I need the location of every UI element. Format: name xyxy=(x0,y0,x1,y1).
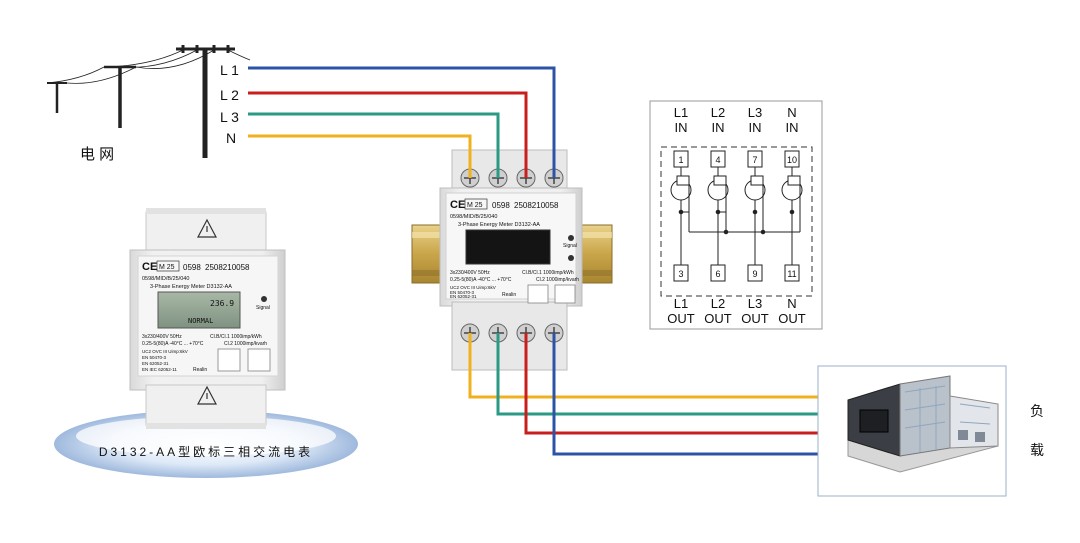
model-text: 3-Phase Energy Meter D3132-AA xyxy=(150,284,232,290)
center-class-1: Cl.B/Cl.1 1000imp/kWh xyxy=(522,270,574,276)
line-label-l1: L 1 xyxy=(220,62,239,78)
schematic-in-tag-2: IN xyxy=(749,120,762,135)
class-line-2: Cl.2 1000imp/kvarh xyxy=(224,341,267,347)
schematic-in-tag-1: IN xyxy=(712,120,725,135)
brand-text: Realin xyxy=(193,367,207,373)
schematic-out-tag-0: OUT xyxy=(667,311,695,326)
wire-n-out xyxy=(468,333,820,399)
serial-number: 2508210058 xyxy=(205,263,250,272)
schematic-out-phase-1: L2 xyxy=(711,296,725,311)
center-std-0: UC2 OVC III Uimp:6kV xyxy=(450,285,496,290)
center-std-2: EN 62052-31 xyxy=(450,294,477,299)
schematic-out-phase-2: L3 xyxy=(748,296,762,311)
schematic-out-tag-3: OUT xyxy=(778,311,806,326)
signal-label: Signal xyxy=(256,305,270,311)
schematic-in-number-2: 7 xyxy=(752,155,757,165)
std-line-0: UC2 OVC III Uimp:6kV xyxy=(142,349,188,354)
schematic-out-number-1: 6 xyxy=(715,269,720,279)
center-button-right xyxy=(554,284,576,304)
schematic-out-number-2: 9 xyxy=(752,269,757,279)
line-label-n: N xyxy=(226,130,236,146)
schematic-in-phase-1: L2 xyxy=(711,105,725,120)
load-label-top: 负 xyxy=(1030,403,1044,419)
load-equipment xyxy=(817,365,1007,497)
wire-l2-out xyxy=(524,333,820,435)
wire-l3-in xyxy=(248,112,500,178)
center-ce-mark: CE xyxy=(450,199,465,211)
center-signal-led xyxy=(568,235,574,241)
lcd-status: NORMAL xyxy=(188,317,213,325)
schematic-out-tag-2: OUT xyxy=(741,311,769,326)
center-signal-label: Signal xyxy=(563,243,577,249)
center-std-1: EN 50470-3 xyxy=(450,290,475,295)
product-caption: D3132-AA型欧标三相交流电表 xyxy=(99,444,313,459)
meter-button-left xyxy=(217,348,241,372)
ce-mark: CE xyxy=(142,261,157,273)
schematic-in-phase-2: L3 xyxy=(748,105,762,120)
schematic-out-tag-1: OUT xyxy=(704,311,732,326)
wire-l1-out xyxy=(552,333,820,456)
schematic-in-number-1: 4 xyxy=(715,155,720,165)
center-rating-2: 0.25-5(80)A -40°C ... +70°C xyxy=(450,277,512,283)
center-notified-body: 0598 xyxy=(492,201,510,210)
line-label-l3: L 3 xyxy=(220,109,239,125)
grid-label: 电 网 xyxy=(80,146,114,163)
schematic-in-phase-0: L1 xyxy=(674,105,688,120)
wire-l3-out xyxy=(496,333,820,416)
std-line-1: EN 50470-3 xyxy=(142,355,167,360)
schematic-in-number-3: 10 xyxy=(787,155,797,165)
center-class-2: Cl.2 1000imp/kvarh xyxy=(536,277,579,283)
schematic-out-phase-0: L1 xyxy=(674,296,688,311)
center-serial: 2508210058 xyxy=(514,201,559,210)
schematic-in-phase-3: N xyxy=(787,105,796,120)
signal-led xyxy=(261,296,267,302)
schematic-out-number-0: 3 xyxy=(678,269,683,279)
rating-line-2: 0.25-5(80)A -40°C ... +70°C xyxy=(142,341,204,347)
schematic-in-number-0: 1 xyxy=(678,155,683,165)
schematic-out-number-3: 11 xyxy=(787,269,796,279)
center-lcd xyxy=(465,229,551,265)
line-label-l2: L 2 xyxy=(220,87,239,103)
m-mark: M 25 xyxy=(159,264,175,271)
lcd-value: 236.9 xyxy=(210,299,234,308)
wire-l1-in xyxy=(248,66,556,178)
std-line-3: EN IEC 62052-11 xyxy=(142,367,177,372)
load-label-bottom: 载 xyxy=(1030,442,1044,458)
center-model: 3-Phase Energy Meter D3132-AA xyxy=(458,222,540,228)
class-line-1: Cl.B/Cl.1 1000imp/kWh xyxy=(210,334,262,340)
center-m-mark: M 25 xyxy=(467,202,483,209)
wires xyxy=(248,66,820,456)
schematic-out-phase-3: N xyxy=(787,296,796,311)
meter-button-right xyxy=(247,348,271,372)
lcd-display xyxy=(157,291,241,329)
center-meter: CE M 25 0598 2508210058 0598/MID/B/25/04… xyxy=(439,149,583,371)
rating-line-1: 3x230/400V 50Hz xyxy=(142,334,182,340)
center-brand: Realin xyxy=(502,292,516,298)
wire-n-in xyxy=(248,134,472,178)
product-display: CE M 25 0598 2508210058 0598/MID/B/25/04… xyxy=(54,208,358,478)
schematic-in-tag-3: IN xyxy=(786,120,799,135)
cert-number: 0598/MID/B/25/040 xyxy=(142,276,189,282)
wire-l2-in xyxy=(248,91,528,178)
center-button-left xyxy=(527,284,549,304)
center-cert: 0598/MID/B/25/040 xyxy=(450,214,497,220)
notified-body: 0598 xyxy=(183,263,201,272)
utility-poles xyxy=(46,45,251,158)
std-line-2: EN 62052-31 xyxy=(142,361,169,366)
schematic-in-tag-0: IN xyxy=(675,120,688,135)
center-rating-1: 3x230/400V 50Hz xyxy=(450,270,490,276)
warning-icon xyxy=(197,218,217,405)
